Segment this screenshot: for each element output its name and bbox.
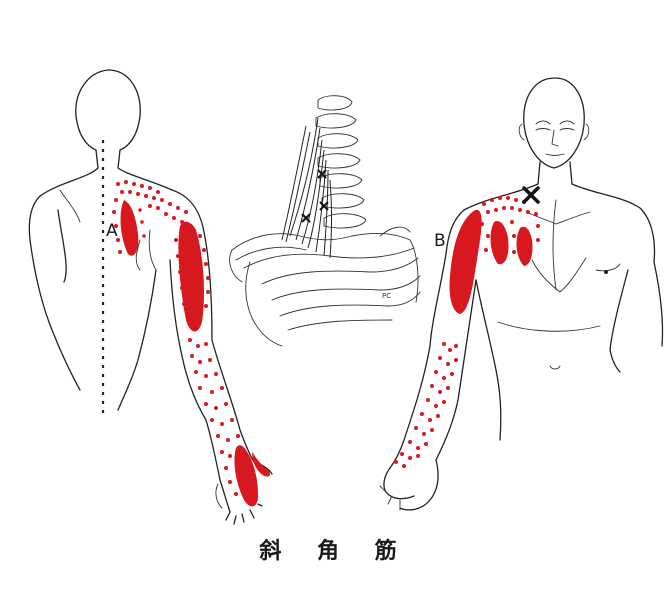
posterior-pain-pattern [112, 180, 271, 507]
anterior-pain-pattern [394, 196, 540, 468]
rib-marker: PC [382, 292, 391, 300]
anterior-figure [379, 77, 664, 511]
posterior-figure [28, 69, 273, 525]
label-b: B [434, 231, 446, 251]
posterior-dots [112, 180, 240, 496]
x-mark-icon [522, 186, 540, 204]
label-a: A [106, 221, 118, 241]
figure-caption: 斜 角 筋 [259, 539, 411, 564]
cervical-skeleton: PC [229, 95, 421, 347]
